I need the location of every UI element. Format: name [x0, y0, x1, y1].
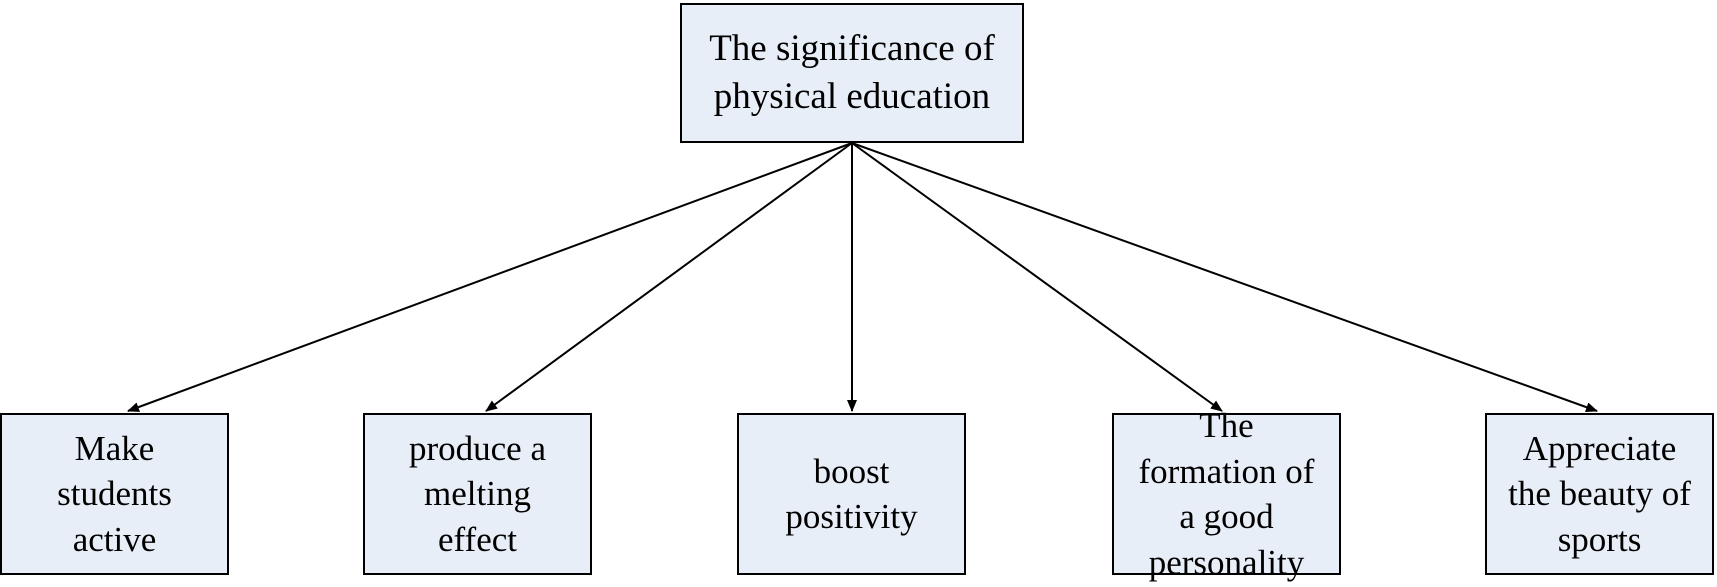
child-node-make-students-active: Make students active: [0, 413, 229, 575]
root-node: The significance of physical education: [680, 3, 1024, 143]
child-node-label: Appreciate the beauty of sports: [1508, 428, 1691, 559]
edge-arrow-1: [127, 142, 853, 412]
edge-arrow-5: [851, 142, 1598, 412]
child-node-good-personality: The formation of a good personality: [1112, 406, 1341, 582]
child-node-label: boost positivity: [785, 451, 918, 537]
root-node-label: The significance of physical education: [709, 27, 995, 117]
child-node-melting-effect: produce a melting effect: [363, 413, 592, 575]
child-node-label: Make students active: [57, 428, 172, 559]
edge-arrow-2: [485, 142, 853, 412]
child-node-label: The formation of a good personality: [1138, 406, 1315, 582]
child-node-beauty-of-sports: Appreciate the beauty of sports: [1485, 413, 1714, 575]
edge-arrow-4: [851, 142, 1223, 412]
child-node-boost-positivity: boost positivity: [737, 413, 966, 575]
child-node-label: produce a melting effect: [408, 428, 546, 559]
